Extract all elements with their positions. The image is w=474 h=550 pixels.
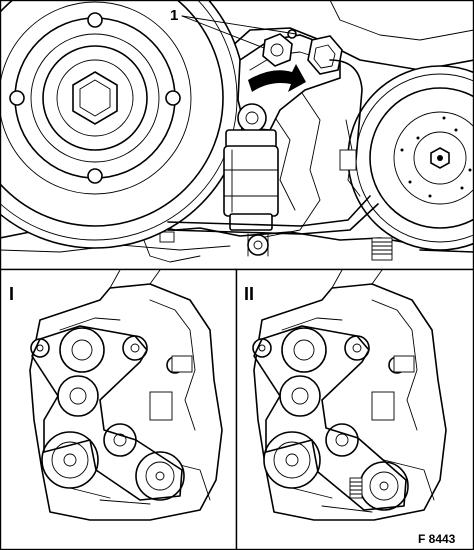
belt-tensioner [223,29,343,257]
panel-ii-belt-routing: II F 8443 [235,268,474,550]
callout-1: 1 [170,7,297,49]
engine-outline [29,283,223,521]
drive-belt [167,59,393,261]
panel-ii-belt [253,325,407,511]
crankshaft-pulley [0,0,246,249]
panel-i-label: I [9,284,14,304]
rotation-arrow [248,64,306,92]
panel-ii-pulleys [252,327,409,511]
figure-code: F 8443 [418,532,456,546]
tensioner-bolt [262,33,293,67]
panel-i-belt [31,325,183,501]
panel-i-belt-routing: I [0,268,238,550]
engine-outline [253,283,447,521]
panel-ii-spring [349,477,363,499]
tensioner-hex-socket [307,35,343,75]
top-panel-tensioner-closeup: 1 [0,0,474,271]
panel-i-pulleys [30,327,185,501]
adjuster-spring [371,237,393,261]
panel-ii-label: II [244,284,254,304]
callout-number: 1 [170,7,178,24]
